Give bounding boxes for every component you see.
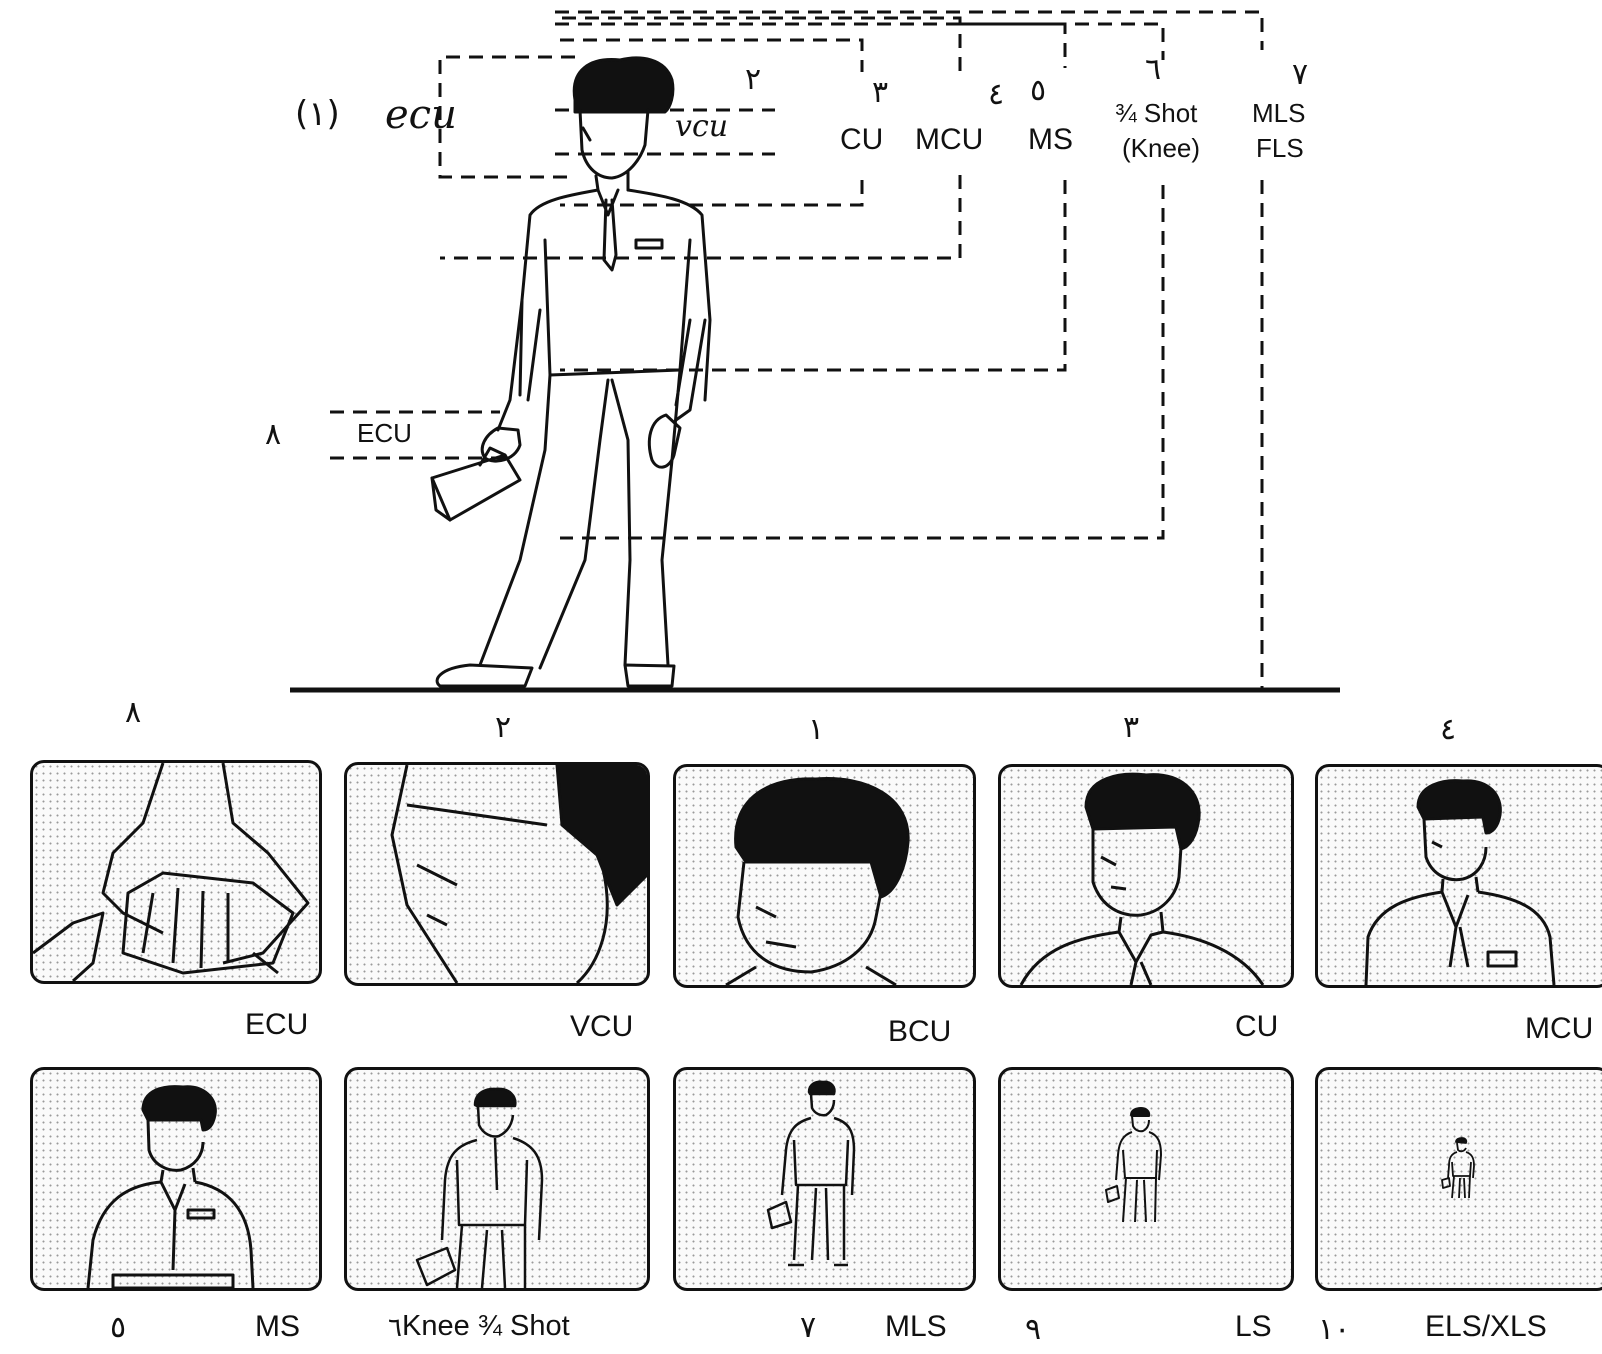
hand-ecu-label: ECU: [357, 420, 412, 446]
hand-ecu-number: ٨: [265, 420, 281, 450]
frame-number: ٢: [495, 710, 511, 745]
shot-size-diagram: [0, 0, 1602, 700]
frame-number: ١٠: [1318, 1312, 1350, 1347]
frame-number: ٥: [110, 1310, 126, 1345]
frame-number: ٣: [1123, 710, 1139, 745]
mls-label-line1: MLS: [1252, 100, 1305, 126]
ecu-frame-line: [440, 57, 575, 177]
ms-number: ٥: [1030, 76, 1046, 106]
knee-label-line2: (Knee): [1122, 135, 1200, 161]
frame-number: ٤: [1440, 712, 1456, 747]
shot-frame-ls: [998, 1067, 1294, 1291]
cu-number: ٣: [872, 78, 888, 108]
frame-number: ٩: [1025, 1312, 1041, 1347]
shot-frame-knee: [344, 1067, 650, 1291]
frame-number: ٧: [800, 1310, 816, 1345]
frame-caption: ECU: [245, 1008, 308, 1042]
frame-caption: MCU: [1525, 1012, 1593, 1046]
frame-caption: MLS: [885, 1310, 947, 1344]
shot-frame-mcu: [1315, 764, 1602, 988]
shot-frame-ecu: [30, 760, 322, 984]
vcu-label: vcu: [675, 112, 728, 142]
shot-frame-bcu: [673, 764, 976, 988]
mcu-label: MCU: [915, 125, 983, 155]
frame-caption: ELS/XLS: [1425, 1310, 1547, 1344]
ms-label: MS: [1028, 125, 1073, 155]
shot-frame-vcu: [344, 762, 650, 986]
frame-number: ١: [808, 712, 824, 747]
fls-label-line2: FLS: [1256, 135, 1304, 161]
frame-caption: BCU: [888, 1015, 951, 1049]
cu-label: CU: [840, 125, 883, 155]
shot-frame-mls: [673, 1067, 976, 1291]
ecu-number: (١): [295, 97, 340, 131]
frame-caption: VCU: [570, 1010, 633, 1044]
frame-number: ٦: [388, 1312, 402, 1343]
frame-number: ٨: [125, 695, 141, 730]
knee-number: ٦: [1145, 55, 1161, 85]
standing-figure: [432, 58, 710, 686]
mcu-number: ٤: [988, 80, 1004, 110]
knee-frame-line: [960, 24, 1163, 60]
frame-caption: CU: [1235, 1010, 1278, 1044]
vcu-number: ٢: [745, 65, 761, 95]
frame-caption: MS: [255, 1310, 300, 1344]
knee-label-line1: ¾ Shot: [1115, 100, 1197, 126]
shot-frame-els: [1315, 1067, 1602, 1291]
frame-caption: Knee ¾ Shot: [402, 1310, 570, 1343]
frame-caption: LS: [1235, 1310, 1272, 1344]
shot-frame-ms: [30, 1067, 322, 1291]
mls-number: ٧: [1292, 60, 1308, 90]
shot-frame-cu: [998, 764, 1294, 988]
ecu-handwritten-label: ecu: [385, 95, 457, 135]
